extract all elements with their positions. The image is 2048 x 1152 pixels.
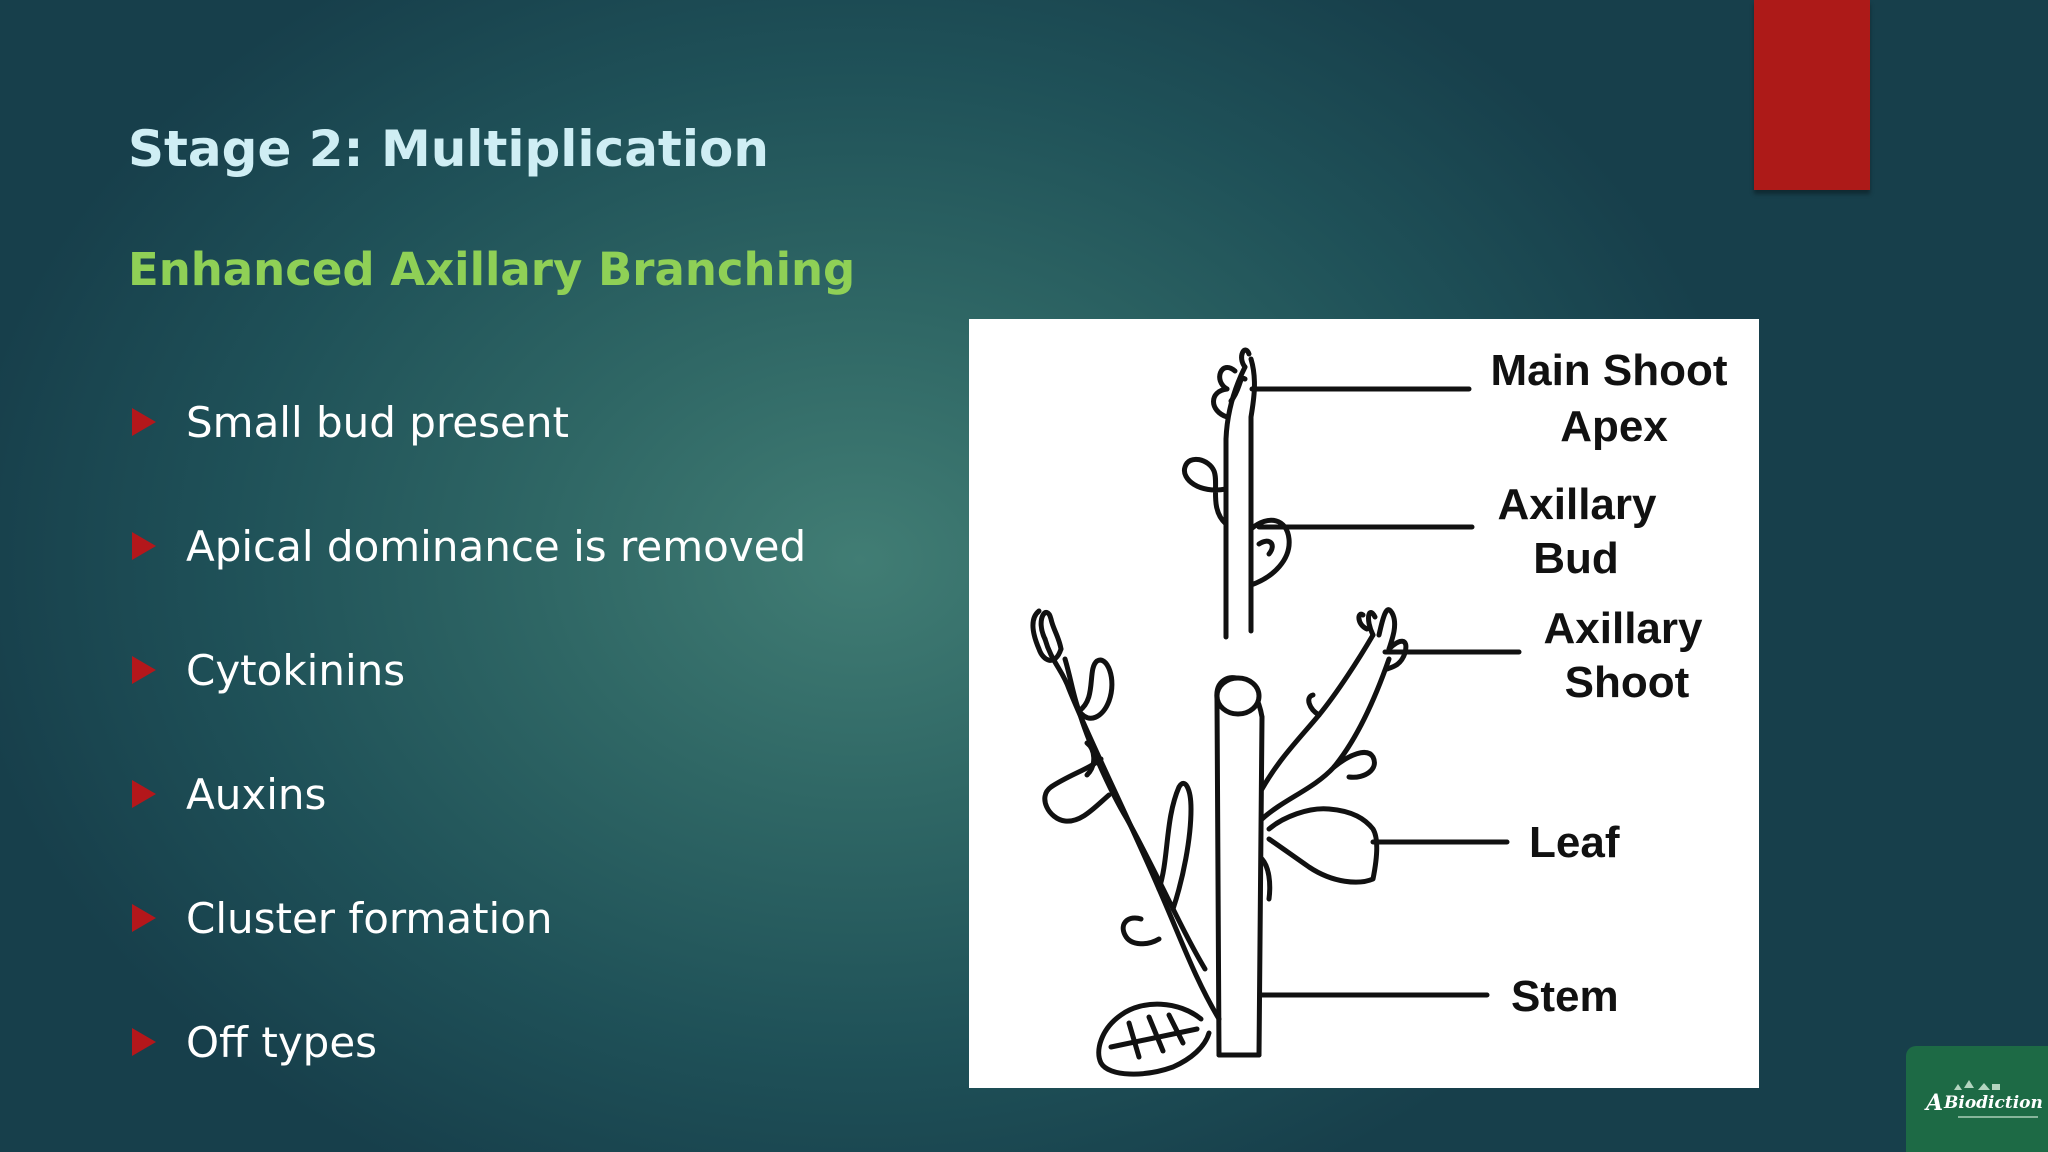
bullet-item: Small bud present xyxy=(128,360,806,484)
bullet-arrow-icon xyxy=(132,532,156,560)
label-axillary-shoot-line2: Shoot xyxy=(1565,658,1690,707)
slide-subtitle: Enhanced Axillary Branching xyxy=(128,243,855,296)
bullet-text: Apical dominance is removed xyxy=(186,522,806,571)
leader-lines xyxy=(1252,389,1519,995)
label-main-shoot-apex-line2: Apex xyxy=(1560,402,1668,451)
bullet-item: Auxins xyxy=(128,732,806,856)
bullet-item: Cytokinins xyxy=(128,608,806,732)
bullet-text: Small bud present xyxy=(186,398,569,447)
biodiction-logo: A Biodiction xyxy=(1906,1046,2048,1152)
bullet-arrow-icon xyxy=(132,904,156,932)
bullet-item: Cluster formation xyxy=(128,856,806,980)
bullet-arrow-icon xyxy=(132,1028,156,1056)
bullet-arrow-icon xyxy=(132,656,156,684)
main-shoot-drawing xyxy=(1184,350,1289,637)
label-axillary-shoot-line1: Axillary xyxy=(1544,604,1704,653)
label-stem: Stem xyxy=(1511,972,1619,1021)
bullet-arrow-icon xyxy=(132,408,156,436)
bullet-arrow-icon xyxy=(132,780,156,808)
label-leaf: Leaf xyxy=(1529,818,1620,867)
bullet-list: Small bud present Apical dominance is re… xyxy=(128,360,806,1104)
label-axillary-bud-line2: Bud xyxy=(1533,534,1619,583)
shoot-cluster-drawing xyxy=(1033,610,1406,1074)
accent-bar xyxy=(1754,0,1870,190)
bullet-text: Cytokinins xyxy=(186,646,405,695)
bullet-text: Auxins xyxy=(186,770,326,819)
logo-glyph: A xyxy=(1924,1090,1943,1116)
slide-title: Stage 2: Multiplication xyxy=(128,120,769,178)
plant-diagram-svg: Main Shoot Apex Axillary Bud Axillary Sh… xyxy=(969,319,1759,1088)
label-axillary-bud-line1: Axillary xyxy=(1498,480,1658,529)
label-main-shoot-apex-line1: Main Shoot xyxy=(1490,346,1727,395)
bullet-text: Cluster formation xyxy=(186,894,553,943)
biodiction-logo-mark: A Biodiction xyxy=(1906,1046,2048,1152)
bullet-text: Off types xyxy=(186,1018,377,1067)
plant-diagram: Main Shoot Apex Axillary Bud Axillary Sh… xyxy=(969,319,1759,1088)
bullet-item: Off types xyxy=(128,980,806,1104)
bullet-item: Apical dominance is removed xyxy=(128,484,806,608)
logo-text: Biodiction xyxy=(1943,1093,2043,1113)
